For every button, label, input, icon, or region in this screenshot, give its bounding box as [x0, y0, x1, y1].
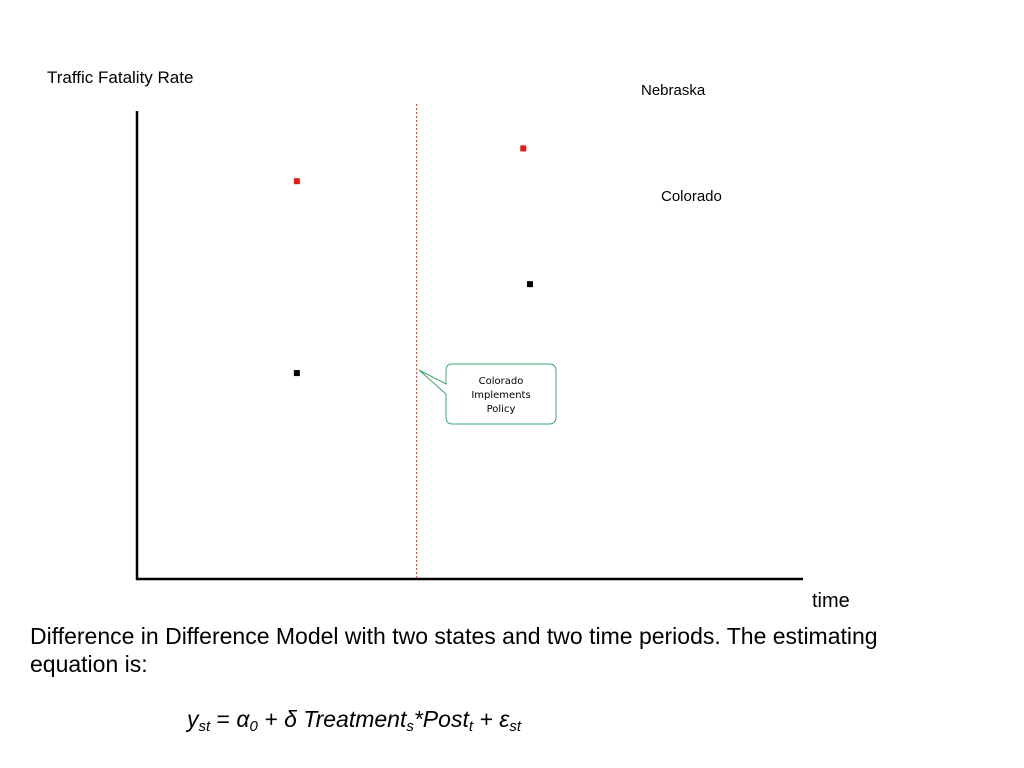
callout-line-2: Implements — [471, 390, 530, 401]
estimating-equation: yst = α0 + δ Treatments*Postt + εst — [187, 706, 522, 735]
series-label-colorado: Colorado — [661, 188, 722, 205]
callout-bubble — [418, 363, 557, 425]
eq-delta: δ — [284, 706, 297, 732]
chart-caption: Difference in Difference Model with two … — [30, 623, 878, 677]
eq-alpha: α — [236, 706, 250, 732]
series-label-nebraska: Nebraska — [641, 82, 706, 99]
eq-plus-1: + — [257, 706, 285, 732]
eq-treatment: Treatment — [296, 706, 407, 732]
eq-y-sub: st — [198, 718, 211, 735]
callout-line-3: Policy — [487, 404, 516, 415]
policy-callout: Colorado Implements Policy — [418, 363, 557, 425]
data-point-colorado-2 — [526, 281, 533, 288]
eq-plus-2: + — [473, 706, 500, 732]
chart: Traffic Fatality Rate time Nebraska Colo… — [47, 68, 850, 612]
eq-y: y — [187, 706, 199, 732]
eq-alpha-sub: 0 — [249, 718, 258, 735]
data-point-nebraska-2 — [520, 145, 527, 152]
eq-epsilon: ε — [499, 706, 510, 732]
data-points — [293, 145, 533, 377]
eq-post-sub: t — [468, 718, 474, 735]
eq-epsilon-sub: st — [509, 718, 522, 735]
callout-line-1: Colorado — [479, 376, 524, 387]
y-axis-label: Traffic Fatality Rate — [47, 68, 193, 87]
data-point-colorado-1 — [293, 370, 300, 377]
eq-post: *Post — [413, 706, 469, 732]
x-axis-label: time — [812, 590, 850, 612]
data-point-nebraska-1 — [293, 178, 300, 185]
eq-treatment-sub: s — [406, 718, 414, 735]
eq-equals: = — [210, 706, 237, 732]
